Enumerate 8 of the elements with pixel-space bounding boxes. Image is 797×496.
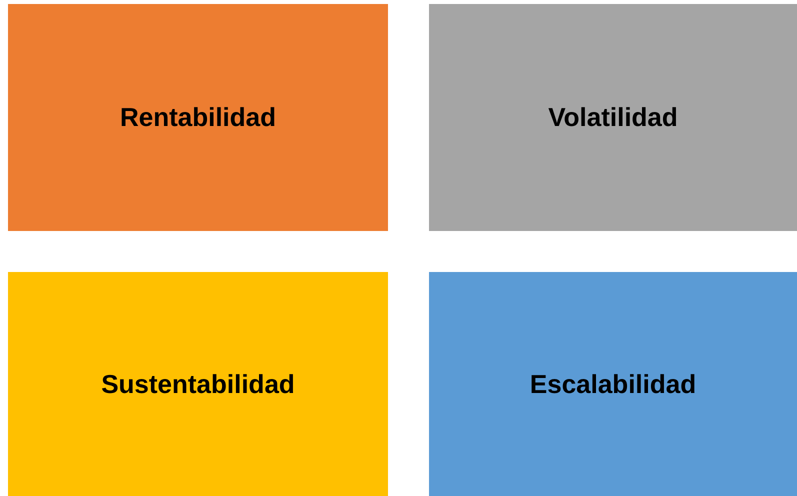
concept-box (8, 4, 388, 231)
box-label: Rentabilidad (120, 102, 276, 133)
box-label: Sustentabilidad (101, 368, 295, 400)
concept-box (429, 272, 797, 496)
box-label: Volatilidad (548, 102, 678, 133)
concept-box (8, 272, 388, 496)
box-label: Escalabilidad (530, 368, 696, 400)
concept-box (429, 4, 797, 231)
